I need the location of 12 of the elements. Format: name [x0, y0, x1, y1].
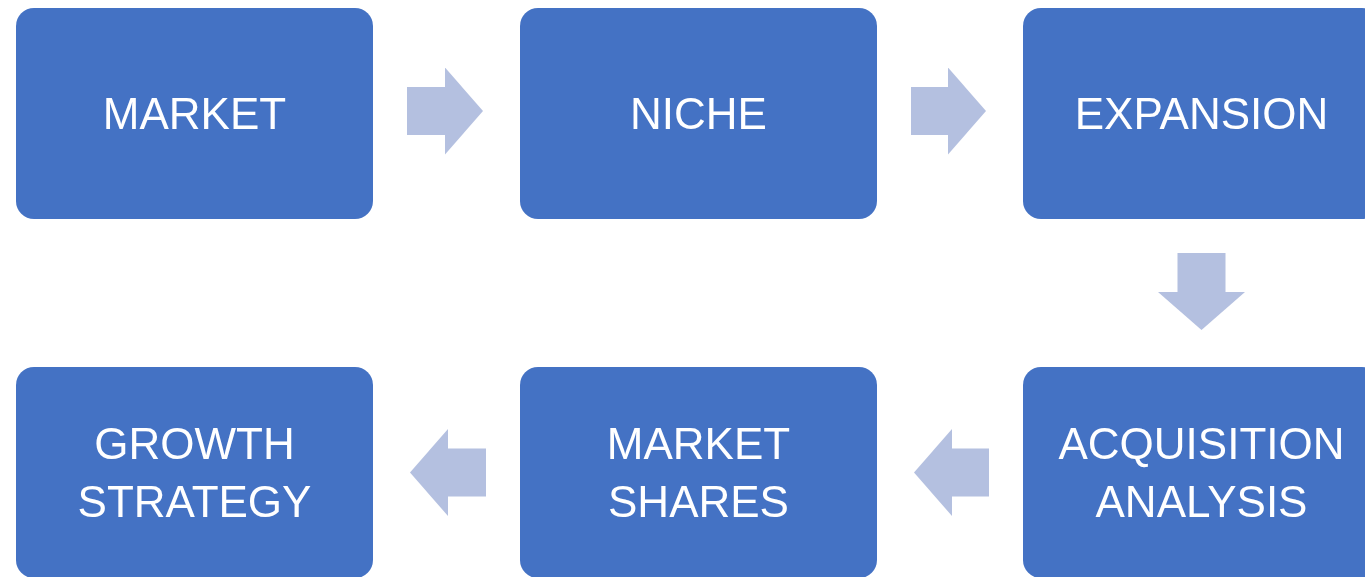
- box-label: EXPANSION: [1074, 87, 1329, 140]
- box-label: MARKET SHARES: [605, 418, 792, 528]
- process-box: [520, 367, 877, 577]
- box-label: GROWTH STRATEGY: [76, 418, 313, 528]
- process-box: [16, 367, 373, 577]
- process-box: [16, 8, 373, 219]
- box-label: ACQUISITION ANALYSIS: [1057, 418, 1346, 528]
- box-label: MARKET: [102, 87, 287, 140]
- process-box: [1023, 367, 1365, 577]
- process-box: [520, 8, 877, 219]
- process-box: [1023, 8, 1365, 219]
- box-label: NICHE: [630, 87, 767, 140]
